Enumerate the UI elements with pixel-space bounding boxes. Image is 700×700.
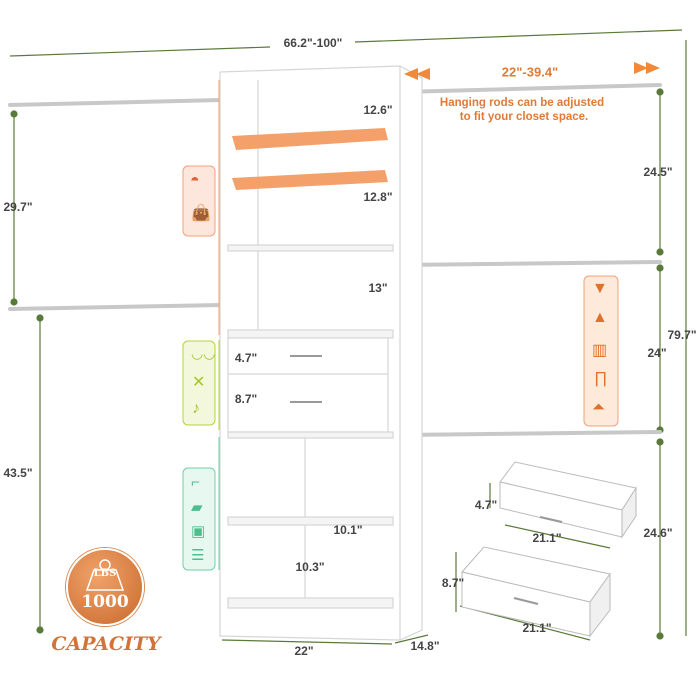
- shoe-zone: [182, 467, 216, 571]
- cube-width-label: 10.1": [333, 523, 363, 537]
- adjustable-shelves: [232, 128, 388, 190]
- note-line2: to fit your closet space.: [459, 111, 589, 123]
- right-total-label: 79.7": [667, 328, 697, 342]
- right-upper-label: 24.5": [643, 165, 673, 179]
- drawer2-width-label: 21.1": [522, 621, 552, 635]
- badge-unit: LBS: [93, 568, 117, 579]
- drawer1-width-label: 21.1": [532, 531, 562, 545]
- width-dim-line-right: [354, 29, 683, 43]
- capacity-badge: LBS 1000: [66, 548, 144, 626]
- right-lower-label: 24.6": [643, 526, 673, 540]
- rod-range-label: 22"-39.4": [501, 64, 559, 80]
- scarf-icon: ✕: [192, 374, 206, 391]
- drawer-small-height-label: 4.7": [234, 351, 258, 365]
- arrows: [404, 62, 660, 80]
- left-lower-label: 43.5": [3, 466, 33, 480]
- hat-icon: ◓: [190, 172, 200, 189]
- shoe-icon: ▰: [191, 499, 203, 516]
- drawer2-height-label: 8.7": [441, 576, 465, 590]
- loose-drawers: [461, 461, 637, 638]
- heels-icon: ⌐: [191, 474, 200, 491]
- underwear-zone: [182, 340, 216, 426]
- drawer-large-height-label: 8.7": [234, 392, 258, 406]
- weight-icon: [85, 559, 125, 591]
- handbag-icon: 👜: [191, 205, 211, 222]
- shelf-third-label: 13": [368, 281, 388, 295]
- capacity-label: CAPACITY: [51, 633, 161, 655]
- jacket-icon: ▥: [592, 342, 608, 359]
- folded-clothes-icon: ☰: [191, 547, 205, 564]
- left-upper-label: 29.7": [3, 200, 33, 214]
- shelf-top-label: 12.6": [363, 103, 393, 117]
- shelf-second-label: 12.8": [363, 190, 393, 204]
- total-width-label: 66.2"-100": [283, 36, 343, 50]
- badge-value: 1000: [81, 592, 129, 612]
- hat-bag-zone: [182, 165, 216, 237]
- width-dim-line-left: [9, 46, 271, 57]
- drawer1-height-label: 4.7": [474, 498, 498, 512]
- box-icon: ▣: [191, 523, 206, 540]
- clothes-zone: [583, 275, 619, 427]
- closet-tower: [219, 65, 423, 641]
- bra-icon: ◡◡: [191, 345, 216, 361]
- shirt-icon: ▲: [592, 309, 608, 326]
- tshirt-icon: ▼: [592, 280, 608, 297]
- tower-width-label: 22": [294, 644, 314, 658]
- pants-icon: ∏: [594, 370, 608, 387]
- note-line1: Hanging rods can be adjusted: [439, 97, 605, 109]
- socks-icon: ♪: [192, 400, 200, 417]
- cube-height-label: 10.3": [295, 560, 325, 574]
- tower-depth-label: 14.8": [410, 639, 440, 653]
- right-middle-label: 24": [647, 346, 667, 360]
- skirt-icon: ⏶: [592, 399, 605, 416]
